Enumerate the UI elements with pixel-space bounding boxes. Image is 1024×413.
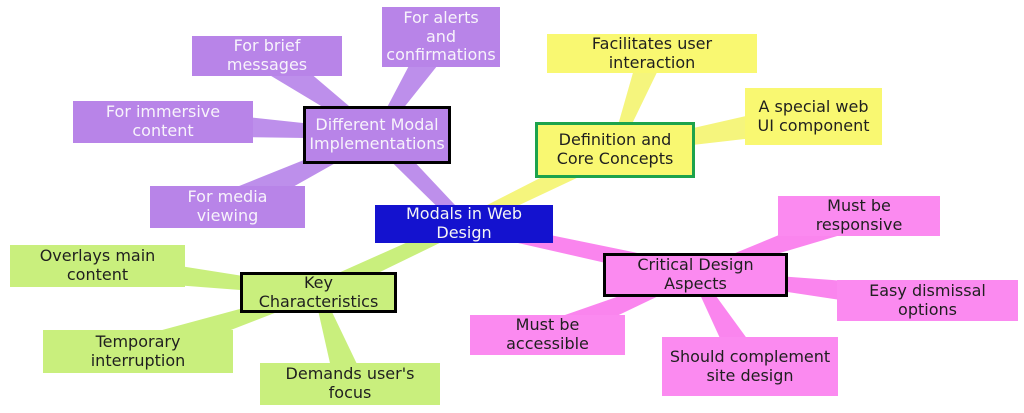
- node-a-special-web-ui-component: A special web UI component: [745, 88, 882, 145]
- node-must-be-accessible: Must be accessible: [470, 315, 625, 355]
- node-overlays-main-content: Overlays main content: [10, 245, 185, 287]
- node-easy-dismissal-options: Easy dismissal options: [837, 280, 1018, 321]
- node-for-brief-messages: For brief messages: [192, 36, 342, 76]
- node-for-alerts-and-confirmations: For alerts and confirmations: [382, 7, 500, 67]
- node-facilitates-user-interaction: Facilitates user interaction: [547, 34, 757, 73]
- node-should-complement-site-design: Should complement site design: [662, 337, 838, 396]
- node-different-modal-implementations: Different Modal Implementations: [303, 106, 451, 164]
- node-for-immersive-content: For immersive content: [73, 101, 253, 143]
- node-must-be-responsive: Must be responsive: [778, 196, 940, 236]
- node-critical-design-aspects: Critical Design Aspects: [603, 253, 788, 297]
- node-temporary-interruption: Temporary interruption: [43, 330, 233, 373]
- node-for-media-viewing: For media viewing: [150, 186, 305, 228]
- node-modals-in-web-design: Modals in Web Design: [375, 204, 553, 243]
- node-definition-and-core-concepts: Definition and Core Concepts: [535, 122, 695, 178]
- node-key-characteristics: Key Characteristics: [240, 272, 397, 313]
- node-demands-users-focus: Demands user's focus: [260, 363, 440, 405]
